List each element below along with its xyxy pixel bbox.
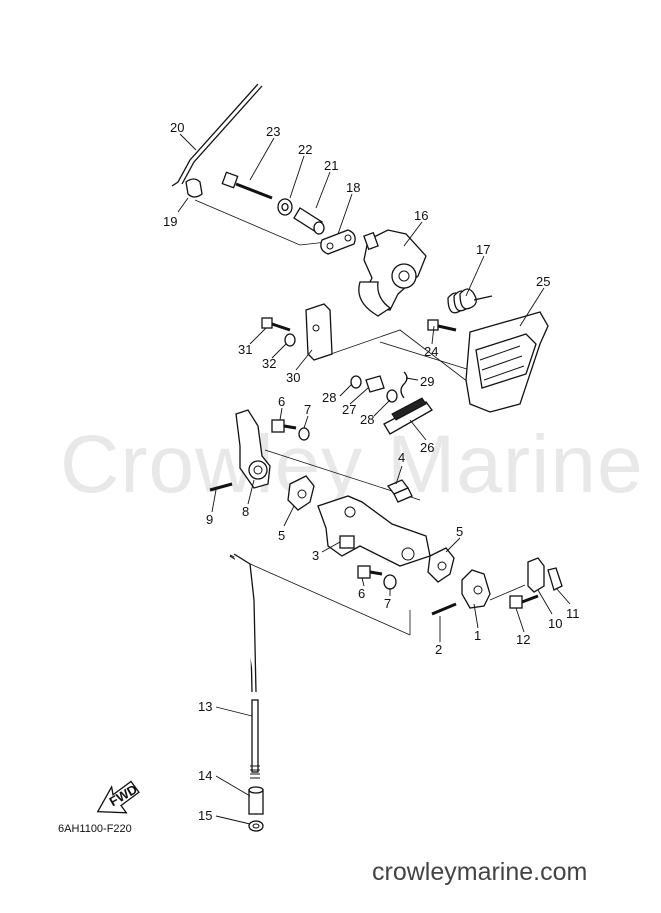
callout-28b: 28	[360, 412, 374, 427]
callout-29: 29	[420, 374, 434, 389]
callout-23: 23	[266, 124, 280, 139]
callout-9: 9	[206, 512, 213, 527]
part-11-plate	[547, 567, 563, 591]
callout-2: 2	[435, 642, 442, 657]
part-7-washer-upper	[298, 427, 310, 441]
part-4-clip	[386, 479, 413, 503]
part-10-bracket	[527, 557, 545, 593]
part-2-pin	[431, 602, 457, 616]
callout-5a: 5	[278, 528, 285, 543]
callout-30: 30	[286, 370, 300, 385]
part-16-lever	[358, 229, 427, 317]
callout-4: 4	[398, 450, 405, 465]
callout-21: 21	[324, 158, 338, 173]
callout-8: 8	[242, 504, 249, 519]
callout-16: 16	[414, 208, 428, 223]
part-29-pin	[400, 371, 408, 399]
part-21-collar	[293, 207, 325, 235]
part-3-shift-shaft	[317, 495, 431, 567]
part-14-collar	[248, 786, 264, 815]
watermark-text: Crowley Marine	[60, 419, 644, 510]
callout-11: 11	[566, 606, 580, 621]
callout-31: 31	[238, 342, 252, 357]
part-27-collar	[365, 375, 385, 393]
callout-19: 19	[163, 214, 177, 229]
callout-7b: 7	[384, 596, 391, 611]
callout-24: 24	[424, 344, 438, 359]
part-5-cam-lower	[427, 547, 455, 583]
callout-numbers: 20 19 23 22 21 18 16 17 25 24 31 32 30 2…	[163, 120, 580, 823]
callout-5b: 5	[456, 524, 463, 539]
callout-26: 26	[420, 440, 434, 455]
callout-18: 18	[346, 180, 360, 195]
part-9-pin	[209, 482, 233, 492]
part-15-nut	[248, 820, 264, 832]
part-22-washer	[277, 198, 293, 216]
part-6-bolt-upper	[271, 419, 297, 433]
part-6-bolt-lower	[357, 565, 383, 579]
part-25-bracket	[465, 311, 549, 413]
callout-1: 1	[474, 628, 481, 643]
part-23-bolt	[221, 171, 273, 200]
part-26-slider	[383, 397, 433, 435]
part-28-washer-a	[350, 375, 362, 389]
part-17-spring	[447, 288, 493, 314]
callout-6a: 6	[278, 394, 285, 409]
callout-3: 3	[312, 548, 319, 563]
callout-15: 15	[198, 808, 212, 823]
part-19-clip	[185, 178, 203, 198]
part-8-shift-lever	[235, 409, 271, 489]
fwd-arrow-icon: FWD	[96, 780, 140, 814]
callout-32: 32	[262, 356, 276, 371]
diagram-code: 6AH1100-F220	[58, 823, 132, 835]
part-7-washer-lower	[383, 574, 397, 590]
part-12-bolt	[509, 594, 539, 609]
callout-25: 25	[536, 274, 550, 289]
callout-7a: 7	[304, 402, 311, 417]
part-24-bolt	[427, 319, 457, 332]
part-20-shift-rod	[171, 83, 263, 187]
callout-10: 10	[548, 616, 562, 631]
callout-6b: 6	[358, 586, 365, 601]
leader-lines	[177, 133, 571, 825]
part-13-rod	[229, 553, 260, 779]
site-link[interactable]: crowleymarine.com	[372, 858, 588, 886]
callout-28a: 28	[322, 390, 336, 405]
part-32-washer	[284, 333, 296, 347]
callout-12: 12	[516, 632, 530, 647]
part-31-bolt	[261, 317, 291, 332]
part-28-washer-b	[386, 389, 398, 403]
callout-20: 20	[170, 120, 184, 135]
part-1-lever	[461, 569, 491, 609]
part-30-plate	[305, 303, 333, 361]
callout-27: 27	[342, 402, 356, 417]
part-18-link	[320, 229, 356, 255]
callout-14: 14	[198, 768, 212, 783]
callout-13: 13	[198, 699, 212, 714]
part-5-cam-upper	[287, 475, 315, 511]
callout-17: 17	[476, 242, 490, 257]
callout-22: 22	[298, 142, 312, 157]
